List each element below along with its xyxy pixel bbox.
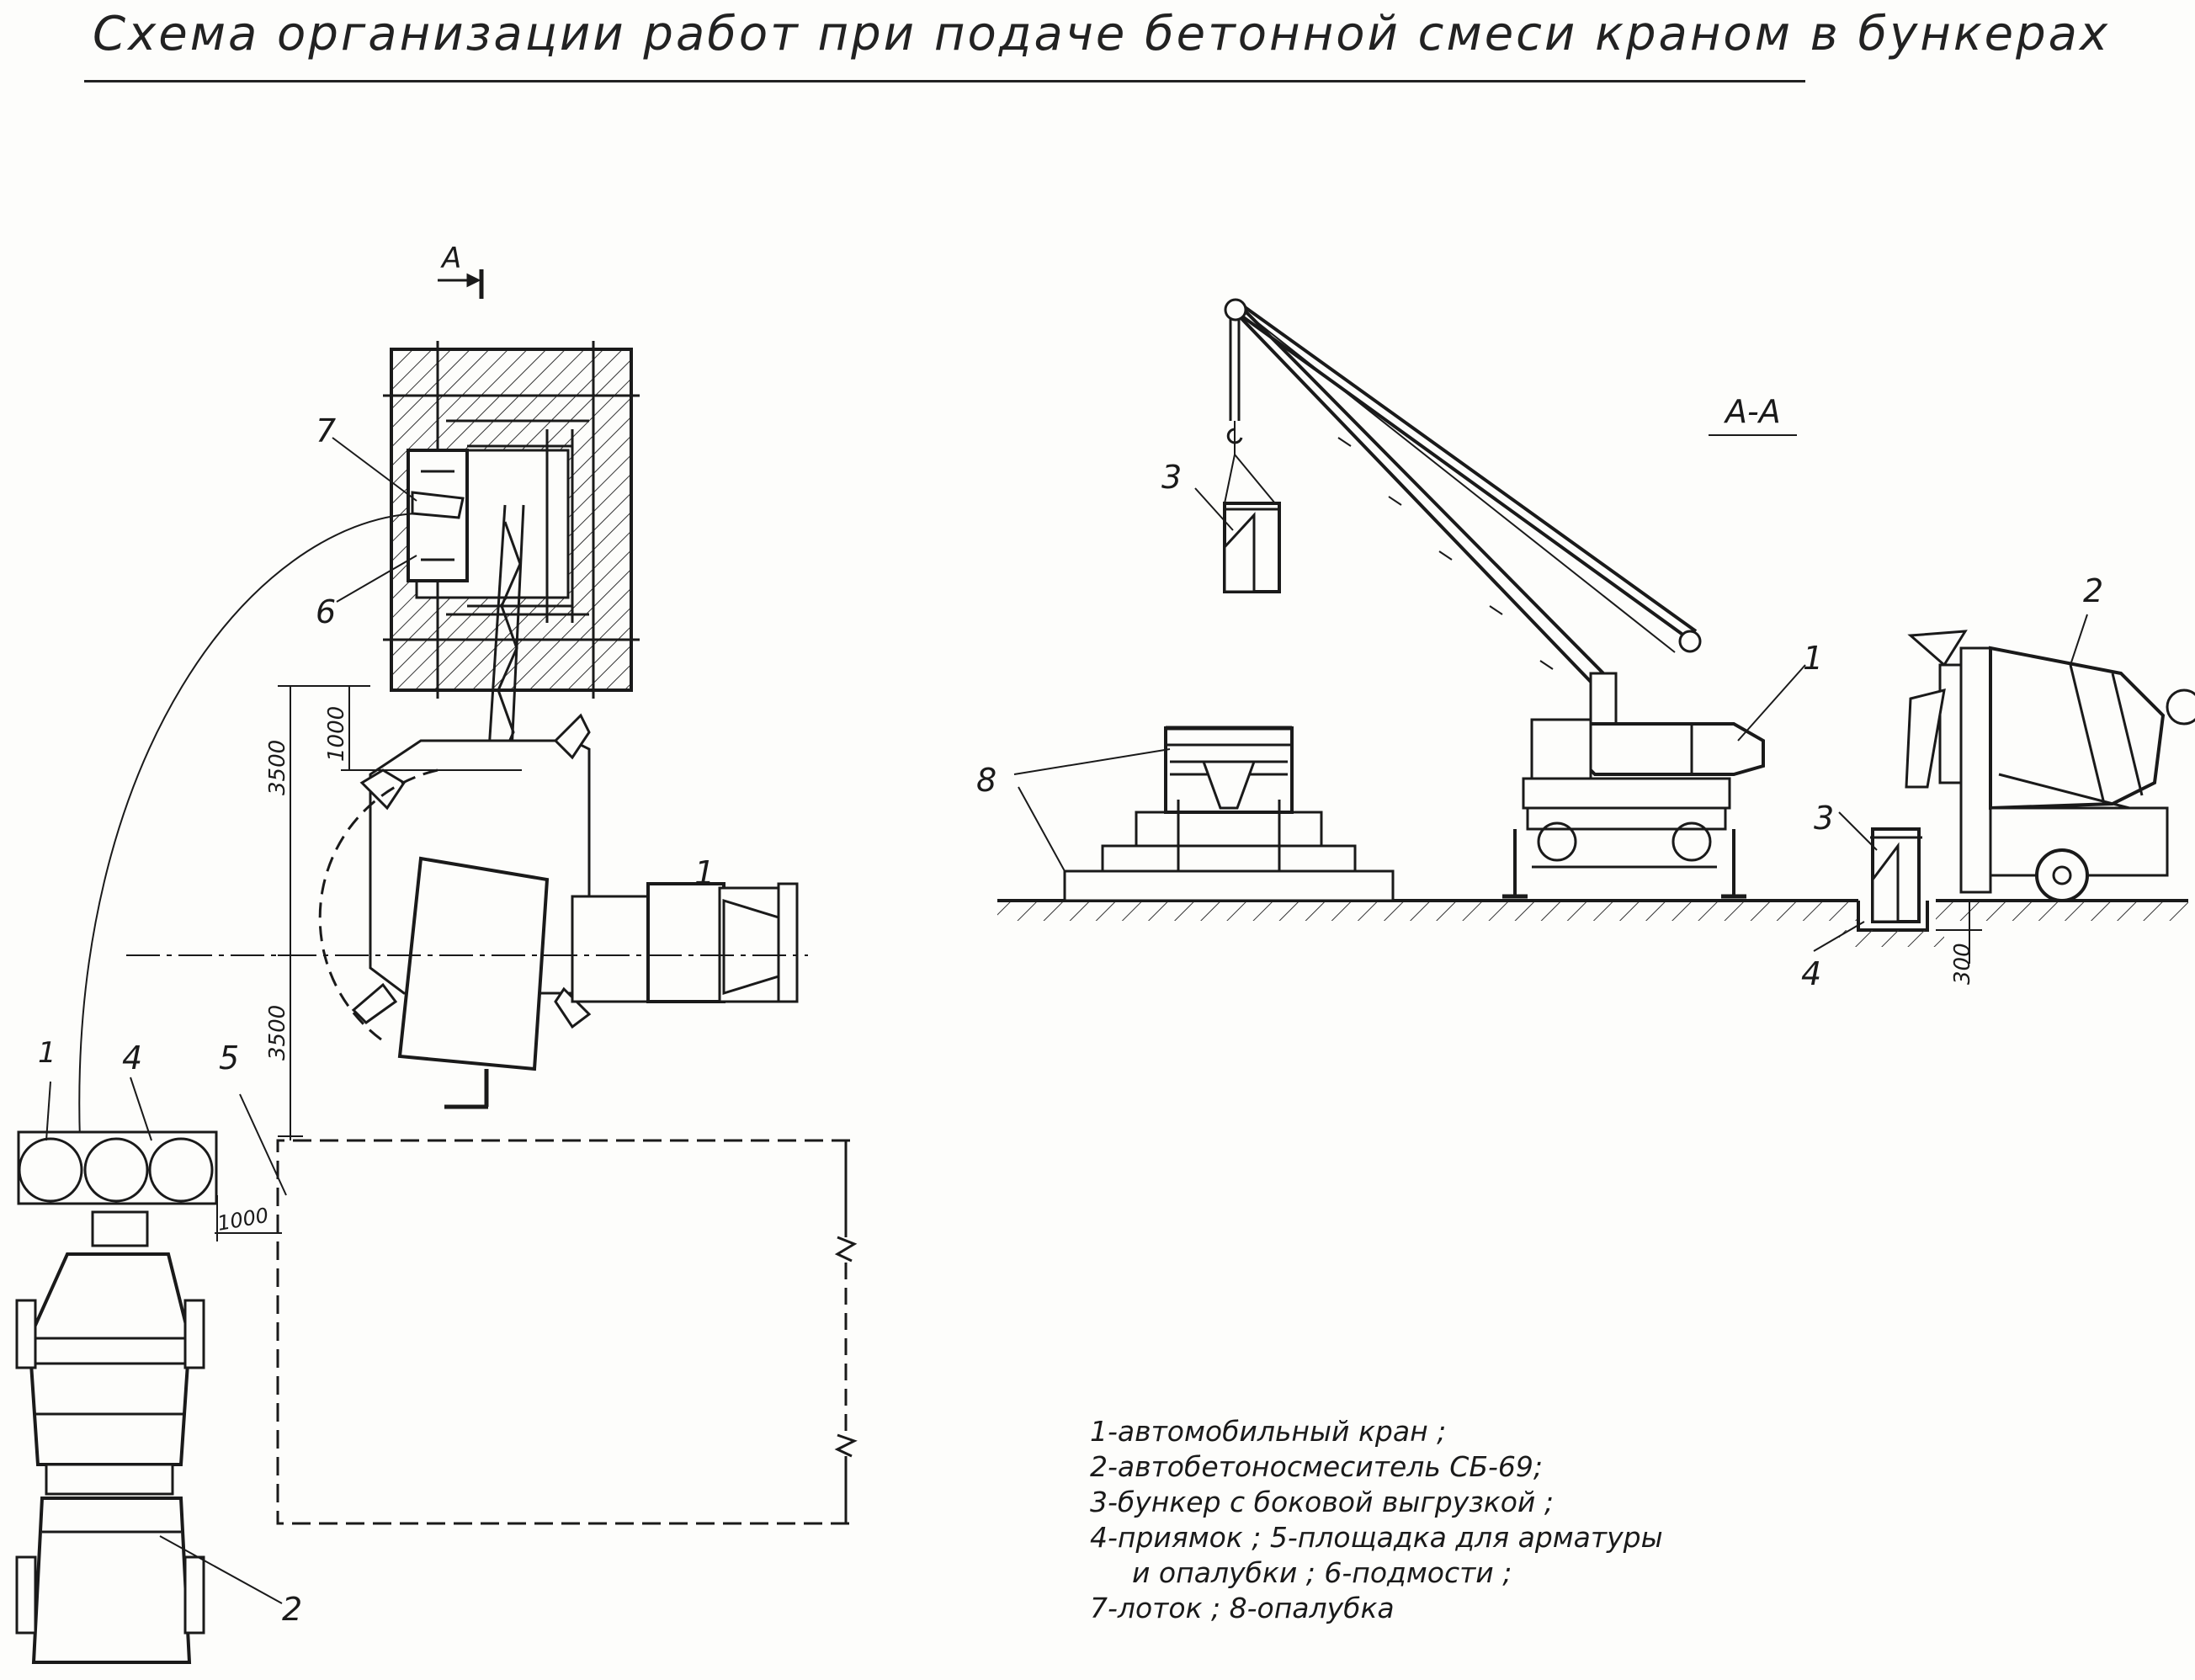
formwork-section xyxy=(1063,726,1395,902)
section-mark-top xyxy=(438,269,484,299)
dim-300: 300 xyxy=(1950,943,1975,985)
bunker-ground-section xyxy=(1870,827,1922,923)
crane-plan xyxy=(318,713,799,1071)
label-formwork-section: 8 xyxy=(976,762,997,799)
dim-1000-left: 1000 xyxy=(215,1204,270,1236)
section-mark-label: А xyxy=(440,242,461,275)
chute-plan xyxy=(407,449,469,582)
title-underline xyxy=(84,80,1805,82)
label-scaffold-plan: 6 xyxy=(316,593,336,630)
legend-line: 7-лоток ; 8-опалубка xyxy=(1090,1592,1395,1624)
label-pit-plan: 4 xyxy=(122,1039,142,1077)
section-title: А-А xyxy=(1723,393,1781,430)
label-crane-section: 1 xyxy=(1803,640,1823,677)
crane-section xyxy=(1224,298,1765,899)
legend-line: 3-бункер с боковой выгрузкой ; xyxy=(1090,1486,1554,1518)
dim-3500-bottom: 3500 xyxy=(265,1005,290,1061)
formwork-plan xyxy=(383,341,640,699)
bunkers-plan xyxy=(17,1130,218,1205)
section-mark-bottom xyxy=(444,1069,489,1109)
legend-line: 1-автомобильный кран ; xyxy=(1090,1415,1447,1448)
legend-line: 4-приямок ; 5-площадка для арматуры xyxy=(1090,1521,1663,1554)
legend-line: 2-автобетоносмеситель СБ-69; xyxy=(1090,1450,1544,1483)
bunker-hanging-section xyxy=(1223,502,1281,593)
label-truck-section: 2 xyxy=(2083,572,2103,609)
legend-line: и опалубки ; 6-подмости ; xyxy=(1132,1556,1512,1589)
label-pit-section: 4 xyxy=(1801,955,1821,992)
page-title: Схема организации работ при подаче бетон… xyxy=(93,7,2111,61)
truck-mixer-section xyxy=(1905,630,2195,902)
label-bunker-hanging: 3 xyxy=(1161,459,1182,496)
dimension-lines-plan xyxy=(278,685,522,1140)
platform-5-plan xyxy=(276,1139,858,1525)
legend: 1-автомобильный кран ; 2-автобетоносмеси… xyxy=(1090,1414,1663,1626)
label-chute-plan: 7 xyxy=(316,412,336,449)
label-bunker-1-plan: 1 xyxy=(38,1036,56,1070)
label-platform-plan: 5 xyxy=(219,1039,239,1077)
dim-3500-top: 3500 xyxy=(265,740,290,795)
dim-1000-top: 1000 xyxy=(324,706,349,762)
label-bunker-ground: 3 xyxy=(1814,800,1834,837)
label-crane-plan: 1 xyxy=(694,854,715,891)
label-truck-plan: 2 xyxy=(282,1591,302,1628)
truck-mixer-plan xyxy=(15,1210,205,1664)
